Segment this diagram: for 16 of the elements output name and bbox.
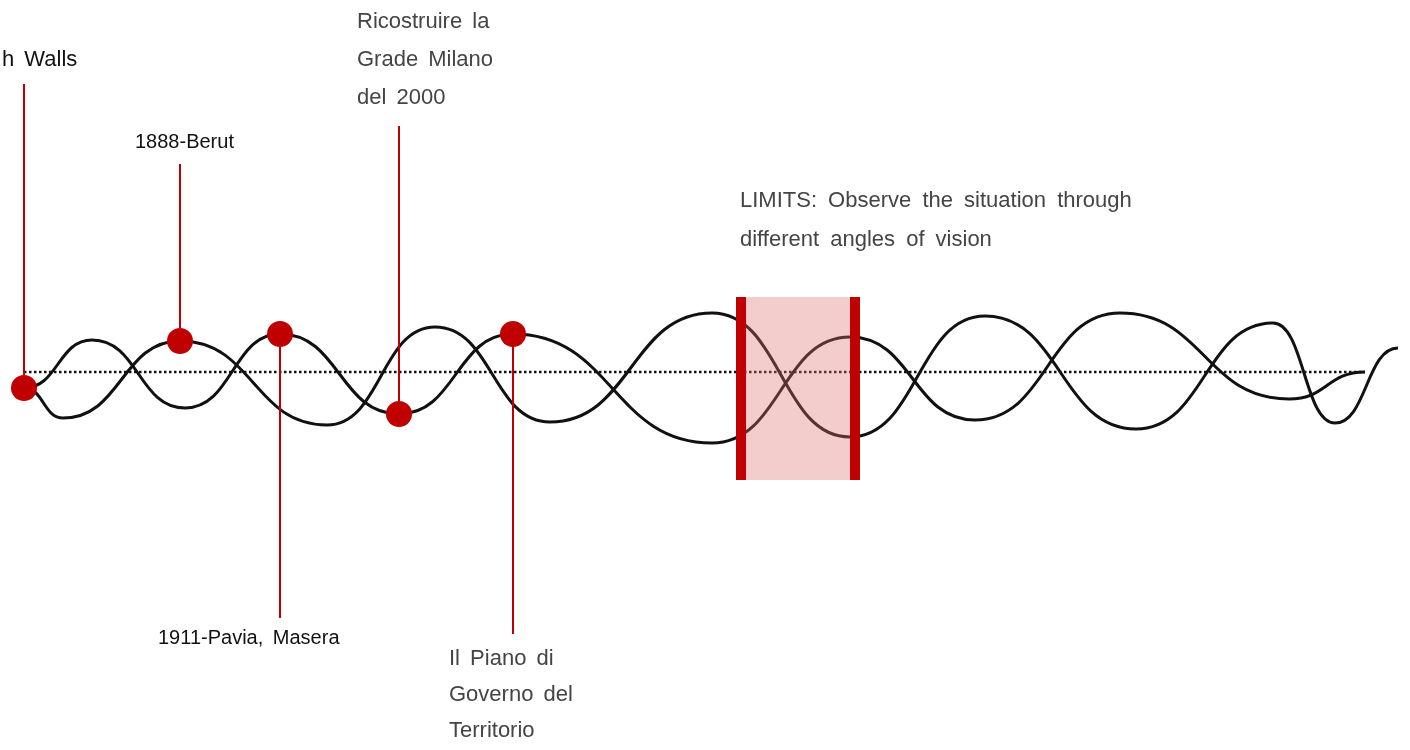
timeline-dot: [386, 401, 412, 427]
band-heading: LIMITS: Observe the situation through different angles of vision: [740, 186, 1133, 253]
timeline-label: h Walls: [2, 44, 78, 74]
timeline-label: 1911-Pavia, Masera: [158, 624, 340, 650]
timeline-dot: [167, 328, 193, 354]
leader-line: [279, 346, 281, 619]
timeline-dot: [11, 375, 37, 401]
leader-line: [23, 83, 25, 376]
leader-line: [512, 346, 514, 635]
leader-line: [179, 163, 181, 329]
timeline-label: 1888-Berut: [135, 128, 234, 154]
timeline-label: Il Piano di Governo del Territorio: [449, 640, 619, 748]
timeline-dot: [500, 321, 526, 347]
leader-line: [398, 125, 400, 402]
timeline-label: Ricostruire la Grade Milano del 2000: [357, 2, 532, 116]
timeline-dot: [267, 321, 293, 347]
